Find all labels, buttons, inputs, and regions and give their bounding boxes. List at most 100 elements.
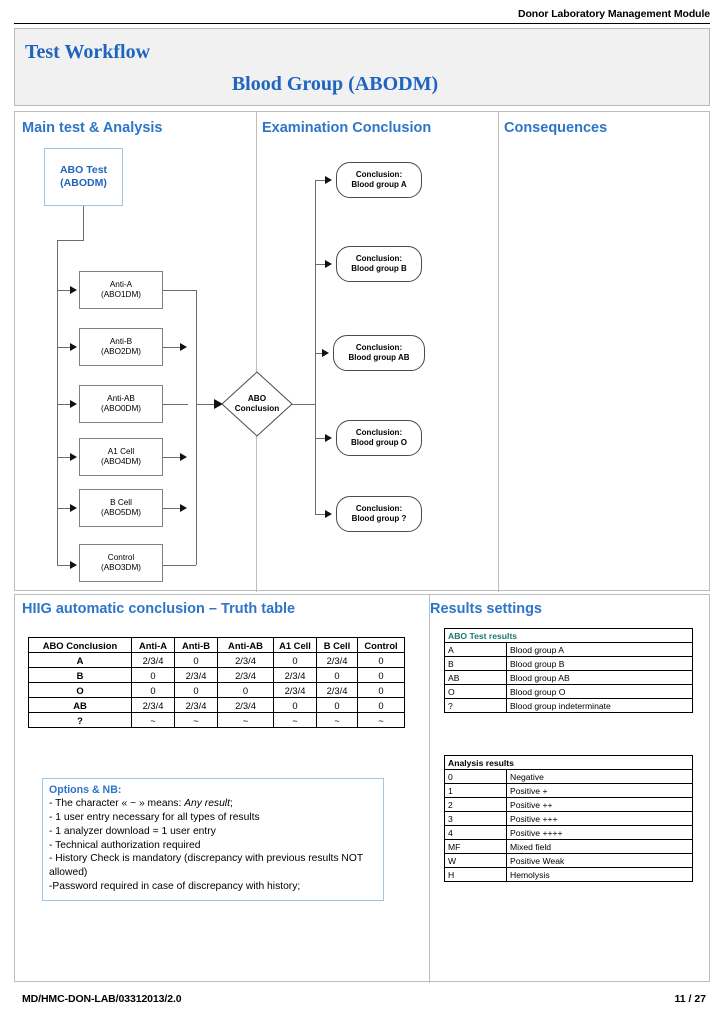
arrow-concl-3: [322, 349, 329, 357]
truth-r3-c0: AB: [28, 697, 132, 713]
node-conclusion-o[interactable]: Conclusion: Blood group O: [336, 420, 422, 456]
node-conclusion-a[interactable]: Conclusion: Blood group A: [336, 162, 422, 198]
truth-r1-c1: 0: [131, 667, 175, 683]
stub-out-1: [163, 290, 196, 291]
truth-r2-c6: 0: [357, 682, 405, 698]
node-abo-conclusion-decision[interactable]: ABO Conclusion: [221, 371, 293, 437]
stub-in-6: [57, 565, 72, 566]
abo-r0-key: A: [444, 642, 507, 657]
abo-r3-val: Blood group O: [506, 684, 693, 699]
node-control[interactable]: Control (ABO3DM): [79, 544, 163, 582]
truth-r4-c6: ~: [357, 712, 405, 728]
node-anti-b-name: Anti-B: [109, 337, 133, 346]
arrow-in-4: [70, 453, 77, 461]
options-emphasis: Any result: [184, 798, 230, 810]
truth-r1-c0: B: [28, 667, 132, 683]
table-row: Analysis results: [444, 755, 693, 770]
truth-r1-c5: 0: [316, 667, 358, 683]
stub-in-1: [57, 290, 72, 291]
abo-r4-key: ?: [444, 698, 507, 713]
node-conclusion-a-line1: Conclusion:: [355, 170, 403, 180]
abo-r2-val: Blood group AB: [506, 670, 693, 685]
node-control-name: Control: [107, 553, 135, 562]
stub-concl-3: [315, 353, 325, 354]
stub-in-2: [57, 347, 72, 348]
options-line-1: - 1 user entry necessary for all types o…: [49, 811, 260, 823]
node-anti-ab[interactable]: Anti-AB (ABO0DM): [79, 385, 163, 423]
truth-th-5: B Cell: [316, 637, 358, 653]
table-row: O 0 0 0 2/3/4 2/3/4 0: [28, 682, 405, 698]
truth-r4-c1: ~: [131, 712, 175, 728]
workflow-frame: [14, 111, 710, 592]
title-banner: Test Workflow Blood Group (ABODM): [14, 28, 710, 106]
connector-diamond-out: [292, 404, 315, 405]
node-conclusion-b-line2: Blood group B: [351, 264, 407, 273]
node-control-code: (ABO3DM): [100, 563, 142, 572]
truth-th-1: Anti-A: [131, 637, 175, 653]
table-row: 4 Positive ++++: [444, 825, 693, 840]
node-a1-cell[interactable]: A1 Cell (ABO4DM): [79, 438, 163, 476]
ana-r7-key: H: [444, 867, 507, 882]
ana-r2-key: 2: [444, 797, 507, 812]
arrow-concl-1: [325, 176, 332, 184]
node-conclusion-ab[interactable]: Conclusion: Blood group AB: [333, 335, 425, 371]
decision-label: ABO Conclusion: [221, 371, 293, 437]
truth-r4-c4: ~: [273, 712, 317, 728]
table-row: A Blood group A: [444, 642, 693, 657]
truth-r2-c1: 0: [131, 682, 175, 698]
stub-concl-5: [315, 514, 328, 515]
arrow-out-2: [180, 343, 187, 351]
node-anti-b[interactable]: Anti-B (ABO2DM): [79, 328, 163, 366]
node-conclusion-o-line1: Conclusion:: [355, 428, 403, 438]
stub-in-5: [57, 508, 72, 509]
truth-r2-c3: 0: [217, 682, 274, 698]
connector-conclusion-rail: [315, 180, 316, 514]
node-conclusion-unknown-line1: Conclusion:: [355, 504, 403, 514]
options-line-0: - The character « ~ » means: Any result;: [49, 797, 377, 811]
stub-out-3: [163, 404, 188, 405]
page-subtitle: Blood Group (ABODM): [231, 73, 439, 95]
ana-r7-val: Hemolysis: [506, 867, 693, 882]
arrow-out-4: [180, 453, 187, 461]
ana-r2-val: Positive ++: [506, 797, 693, 812]
arrow-concl-2: [325, 260, 332, 268]
node-a1-cell-code: (ABO4DM): [100, 457, 142, 466]
footer-reference: MD/HMC-DON-LAB/03312013/2.0: [22, 993, 182, 1005]
abo-r3-key: O: [444, 684, 507, 699]
options-line-3: - Technical authorization required: [49, 839, 201, 851]
decision-label-line1: ABO: [247, 393, 267, 403]
table-row: 2 Positive ++: [444, 797, 693, 812]
node-conclusion-ab-line1: Conclusion:: [355, 343, 403, 353]
truth-table: ABO Conclusion Anti-A Anti-B Anti-AB A1 …: [28, 637, 405, 728]
node-b-cell[interactable]: B Cell (ABO5DM): [79, 489, 163, 527]
node-conclusion-b[interactable]: Conclusion: Blood group B: [336, 246, 422, 282]
node-abo-test-line1: ABO Test: [59, 164, 108, 177]
node-anti-a[interactable]: Anti-A (ABO1DM): [79, 271, 163, 309]
table-row: ? Blood group indeterminate: [444, 698, 693, 713]
ana-r6-val: Positive Weak: [506, 853, 693, 868]
ana-r5-key: MF: [444, 839, 507, 854]
truth-r2-c2: 0: [174, 682, 218, 698]
truth-r0-c5: 2/3/4: [316, 652, 358, 668]
stub-out-6: [163, 565, 196, 566]
diamond-shape: [221, 371, 293, 437]
node-conclusion-unknown[interactable]: Conclusion: Blood group ?: [336, 496, 422, 532]
decision-label-line2: Conclusion: [234, 404, 280, 413]
truth-r2-c5: 2/3/4: [316, 682, 358, 698]
node-b-cell-code: (ABO5DM): [100, 508, 142, 517]
connector-to-diamond: [196, 404, 217, 405]
node-anti-a-name: Anti-A: [109, 280, 133, 289]
truth-r3-c3: 2/3/4: [217, 697, 274, 713]
table-row: W Positive Weak: [444, 853, 693, 868]
stub-out-5: [163, 508, 183, 509]
table-row: 0 Negative: [444, 769, 693, 784]
ana-r0-key: 0: [444, 769, 507, 784]
column-divider-1: [256, 112, 257, 592]
node-abo-test[interactable]: ABO Test (ABODM): [44, 148, 123, 206]
truth-r1-c6: 0: [357, 667, 405, 683]
node-conclusion-unknown-line2: Blood group ?: [351, 514, 407, 523]
node-conclusion-a-line2: Blood group A: [351, 180, 407, 189]
truth-r0-c3: 2/3/4: [217, 652, 274, 668]
ana-r1-val: Positive +: [506, 783, 693, 798]
ana-r4-key: 4: [444, 825, 507, 840]
